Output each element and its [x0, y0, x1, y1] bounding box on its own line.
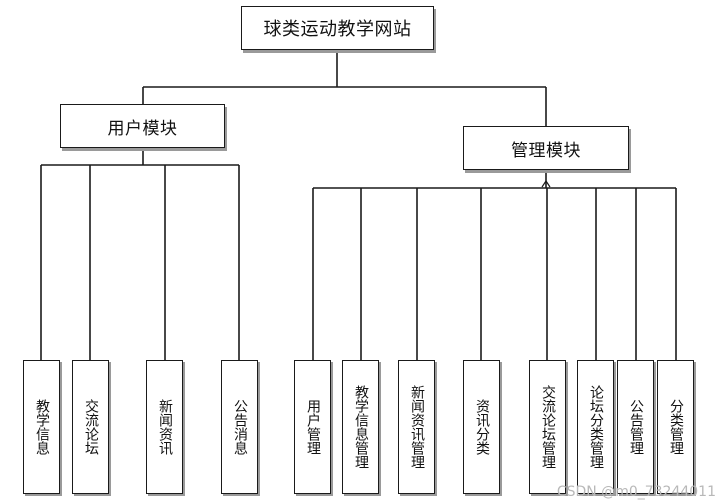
- user-module-node: 用户模块: [60, 104, 225, 148]
- leaf-label: 用户管理: [305, 399, 321, 455]
- leaf-announcement-management: 公告管理: [617, 360, 654, 494]
- leaf-forum-category-management: 论坛分类管理: [577, 360, 614, 494]
- leaf-news-category: 资讯分类: [463, 360, 500, 494]
- leaf-label: 教学信息管理: [353, 385, 369, 469]
- leaf-label: 教学信息: [34, 399, 50, 455]
- leaf-category-management: 分类管理: [657, 360, 694, 494]
- leaf-label: 公告消息: [232, 399, 248, 455]
- leaf-teaching-info: 教学信息: [23, 360, 60, 494]
- leaf-label: 交流论坛管理: [540, 385, 556, 469]
- leaf-label: 分类管理: [668, 399, 684, 455]
- leaf-label: 论坛分类管理: [588, 385, 604, 469]
- leaf-teaching-info-management: 教学信息管理: [342, 360, 379, 494]
- leaf-label: 公告管理: [628, 399, 644, 455]
- leaf-user-management: 用户管理: [294, 360, 331, 494]
- admin-module-node: 管理模块: [463, 126, 629, 170]
- leaf-forum-management: 交流论坛管理: [529, 360, 566, 494]
- leaf-label: 新闻资讯: [157, 399, 173, 455]
- leaf-news: 新闻资讯: [146, 360, 183, 494]
- watermark: CSDN @m0_73244011: [556, 484, 716, 500]
- root-node: 球类运动教学网站: [241, 6, 434, 50]
- leaf-label: 新闻资讯管理: [409, 385, 425, 469]
- leaf-news-management: 新闻资讯管理: [398, 360, 435, 494]
- leaf-announcements: 公告消息: [221, 360, 258, 494]
- leaf-label: 资讯分类: [474, 399, 490, 455]
- leaf-label: 交流论坛: [83, 399, 99, 455]
- leaf-forum: 交流论坛: [72, 360, 109, 494]
